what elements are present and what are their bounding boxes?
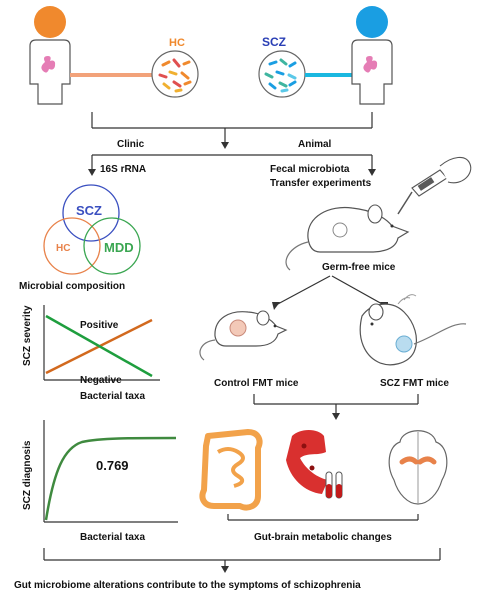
hc-microbiota-dish: [151, 50, 199, 98]
metabolic-connector: [227, 514, 419, 521]
germ-free-mouse-icon: [285, 204, 410, 271]
scz-microbiota-dish: [258, 50, 306, 98]
hc-person-icon: [29, 6, 71, 105]
venn-hc-label: HC: [56, 243, 70, 254]
control-fmt-mouse-icon: [199, 310, 288, 361]
diagnosis-xlabel: Bacterial taxa: [80, 532, 145, 543]
clinic-label: Clinic: [117, 139, 145, 150]
scz-person-icon: [351, 6, 393, 105]
brain-icon: [388, 430, 448, 505]
intestine-icon: [199, 429, 263, 511]
positive-label: Positive: [80, 320, 119, 331]
metabolic-label: Gut-brain metabolic changes: [254, 532, 392, 543]
venn-scz-label: SCZ: [76, 203, 102, 218]
clinic-method-label: 16S rRNA: [100, 164, 146, 175]
scz-label: SCZ: [262, 35, 286, 49]
split-arrows: [272, 275, 388, 310]
blood-tubes-icon: [325, 471, 343, 499]
severity-ylabel: SCZ severity: [22, 305, 33, 366]
severity-xlabel: Bacterial taxa: [80, 391, 145, 402]
animal-method-line2: Transfer experiments: [270, 178, 372, 189]
venn-diagram: [43, 184, 141, 275]
severity-plot: [43, 305, 160, 381]
branch-connector: [88, 112, 376, 176]
germ-free-label: Germ-free mice: [322, 262, 396, 273]
scz-fmt-label: SCZ FMT mice: [380, 378, 449, 389]
conclusion-label: Gut microbiome alterations contribute to…: [14, 580, 361, 591]
animal-label: Animal: [298, 139, 332, 150]
blood-vessel-icon: [286, 430, 328, 494]
diagnosis-plot: [43, 420, 178, 523]
diagnosis-value: 0.769: [96, 458, 129, 473]
syringe-hand-icon: [397, 156, 472, 215]
hc-label: HC: [169, 37, 185, 49]
diagnosis-curve: [44, 436, 177, 521]
negative-label: Negative: [80, 375, 122, 386]
merge-connector: [253, 394, 419, 420]
final-connector: [43, 548, 441, 573]
control-fmt-label: Control FMT mice: [214, 378, 299, 389]
microbial-composition-label: Microbial composition: [19, 281, 125, 292]
negative-line: [45, 314, 153, 378]
diagnosis-ylabel: SCZ diagnosis: [22, 440, 33, 510]
animal-method-line1: Fecal microbiota: [270, 164, 350, 175]
venn-mdd-label: MDD: [104, 240, 134, 255]
scz-fmt-mouse-icon: [359, 294, 467, 366]
